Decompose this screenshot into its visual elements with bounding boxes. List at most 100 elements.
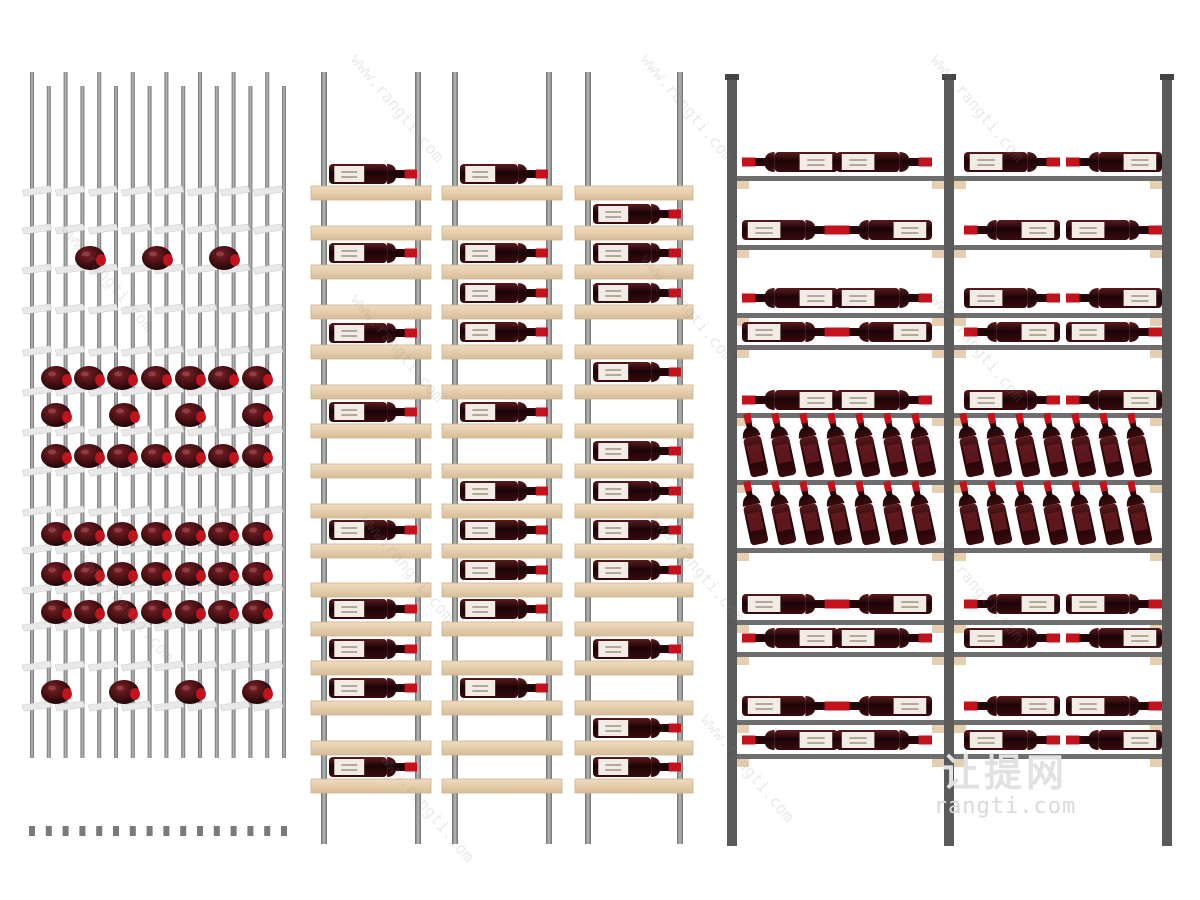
support-rod <box>30 72 34 758</box>
wine-bottle-end <box>175 444 206 468</box>
wine-bottle-tilted <box>798 480 825 546</box>
wood-shelf <box>574 304 694 320</box>
acrylic-pin <box>219 620 251 632</box>
rod-foot <box>62 826 69 836</box>
bottle-label <box>598 443 629 459</box>
wine-bottle-end <box>208 366 239 390</box>
acrylic-pin <box>21 263 53 275</box>
wood-shelf <box>310 185 432 201</box>
wine-bottle <box>1066 390 1162 410</box>
support-rod <box>231 72 236 758</box>
wood-shelf <box>574 543 694 559</box>
metal-rail <box>954 245 1162 250</box>
wine-bottle <box>593 560 681 580</box>
rod-foot <box>281 826 287 836</box>
acrylic-pin <box>186 385 218 397</box>
wood-shelf <box>574 264 694 280</box>
metal-rail <box>737 480 944 485</box>
acrylic-pin <box>252 263 284 275</box>
wine-bottle <box>836 696 932 716</box>
bottle-label <box>841 392 875 408</box>
acrylic-pin <box>87 465 119 477</box>
wood-shelf <box>441 660 563 676</box>
wood-shelf <box>574 384 694 400</box>
post-cap <box>725 74 739 80</box>
acrylic-pin <box>87 185 119 197</box>
wine-bottle <box>593 283 681 303</box>
wine-bottle-end <box>208 600 239 624</box>
acrylic-pin <box>120 223 152 235</box>
wood-shelf <box>310 304 432 320</box>
bottle-label <box>334 245 365 261</box>
wood-shelf <box>441 225 563 241</box>
bottle-label <box>1021 324 1055 340</box>
acrylic-pin <box>219 385 251 397</box>
rod-foot <box>96 826 103 836</box>
wood-shelf <box>574 582 694 598</box>
wine-bottle <box>964 696 1060 716</box>
wood-spacer <box>932 485 944 493</box>
wine-bottle <box>836 220 932 240</box>
acrylic-pin <box>153 660 185 672</box>
wine-bottle-end <box>107 444 138 468</box>
wine-bottle-end <box>242 403 273 427</box>
metal-rail <box>954 480 1162 485</box>
bottle-label <box>893 324 927 340</box>
acrylic-pin <box>153 223 185 235</box>
wood-spacer <box>932 759 944 767</box>
wood-shelf <box>441 264 563 280</box>
acrylic-pin <box>120 425 152 437</box>
wood-spacer <box>954 625 966 633</box>
metal-rail <box>954 176 1162 181</box>
acrylic-pin <box>87 385 119 397</box>
watermark-tile-text: www.rangti.com <box>637 50 738 166</box>
wine-bottle <box>742 594 838 614</box>
bottle-label <box>598 245 629 261</box>
bottle-label <box>598 720 629 736</box>
wine-bottle-end <box>41 562 72 586</box>
wood-shelf <box>574 700 694 716</box>
wood-shelf <box>310 225 432 241</box>
metal-rail <box>737 754 944 759</box>
wine-bottle <box>329 520 417 540</box>
acrylic-pin <box>54 583 86 595</box>
wood-spacer <box>737 625 749 633</box>
wood-spacer <box>1150 725 1162 733</box>
bottle-label <box>334 166 365 182</box>
acrylic-pin <box>153 465 185 477</box>
wine-bottle <box>964 628 1060 648</box>
ladder-rail <box>546 72 552 844</box>
bottle-label <box>1071 596 1105 612</box>
wine-bottle <box>329 757 417 777</box>
acrylic-pin <box>120 345 152 357</box>
acrylic-pin <box>252 700 284 712</box>
bottle-label <box>841 630 875 646</box>
wood-spacer <box>737 553 749 561</box>
wine-bottle-tilted <box>770 480 797 546</box>
metal-rail <box>954 720 1162 725</box>
wine-bottle <box>329 164 417 184</box>
bottle-label <box>747 222 781 238</box>
wine-bottle <box>460 481 548 501</box>
acrylic-pin <box>252 185 284 197</box>
wine-bottle-end <box>74 522 105 546</box>
rod-foot <box>264 826 271 836</box>
wine-bottle-tilted <box>1098 412 1125 478</box>
wine-bottle <box>1066 730 1162 750</box>
wine-bottle <box>329 599 417 619</box>
rod-foot <box>79 826 86 836</box>
wine-bottle <box>742 730 838 750</box>
acrylic-pin <box>153 505 185 517</box>
bottle-label <box>799 290 833 306</box>
wine-bottle-tilted <box>1126 480 1153 546</box>
rod-foot <box>146 826 153 836</box>
bottle-label <box>893 698 927 714</box>
wine-bottle-end <box>41 680 72 704</box>
wood-spacer <box>737 250 749 258</box>
support-rod <box>164 72 169 758</box>
acrylic-pin <box>87 345 119 357</box>
bottle-label <box>334 404 365 420</box>
acrylic-pin <box>219 583 251 595</box>
metal-shelf-wine-rack <box>725 74 1174 846</box>
acrylic-pin <box>252 505 284 517</box>
